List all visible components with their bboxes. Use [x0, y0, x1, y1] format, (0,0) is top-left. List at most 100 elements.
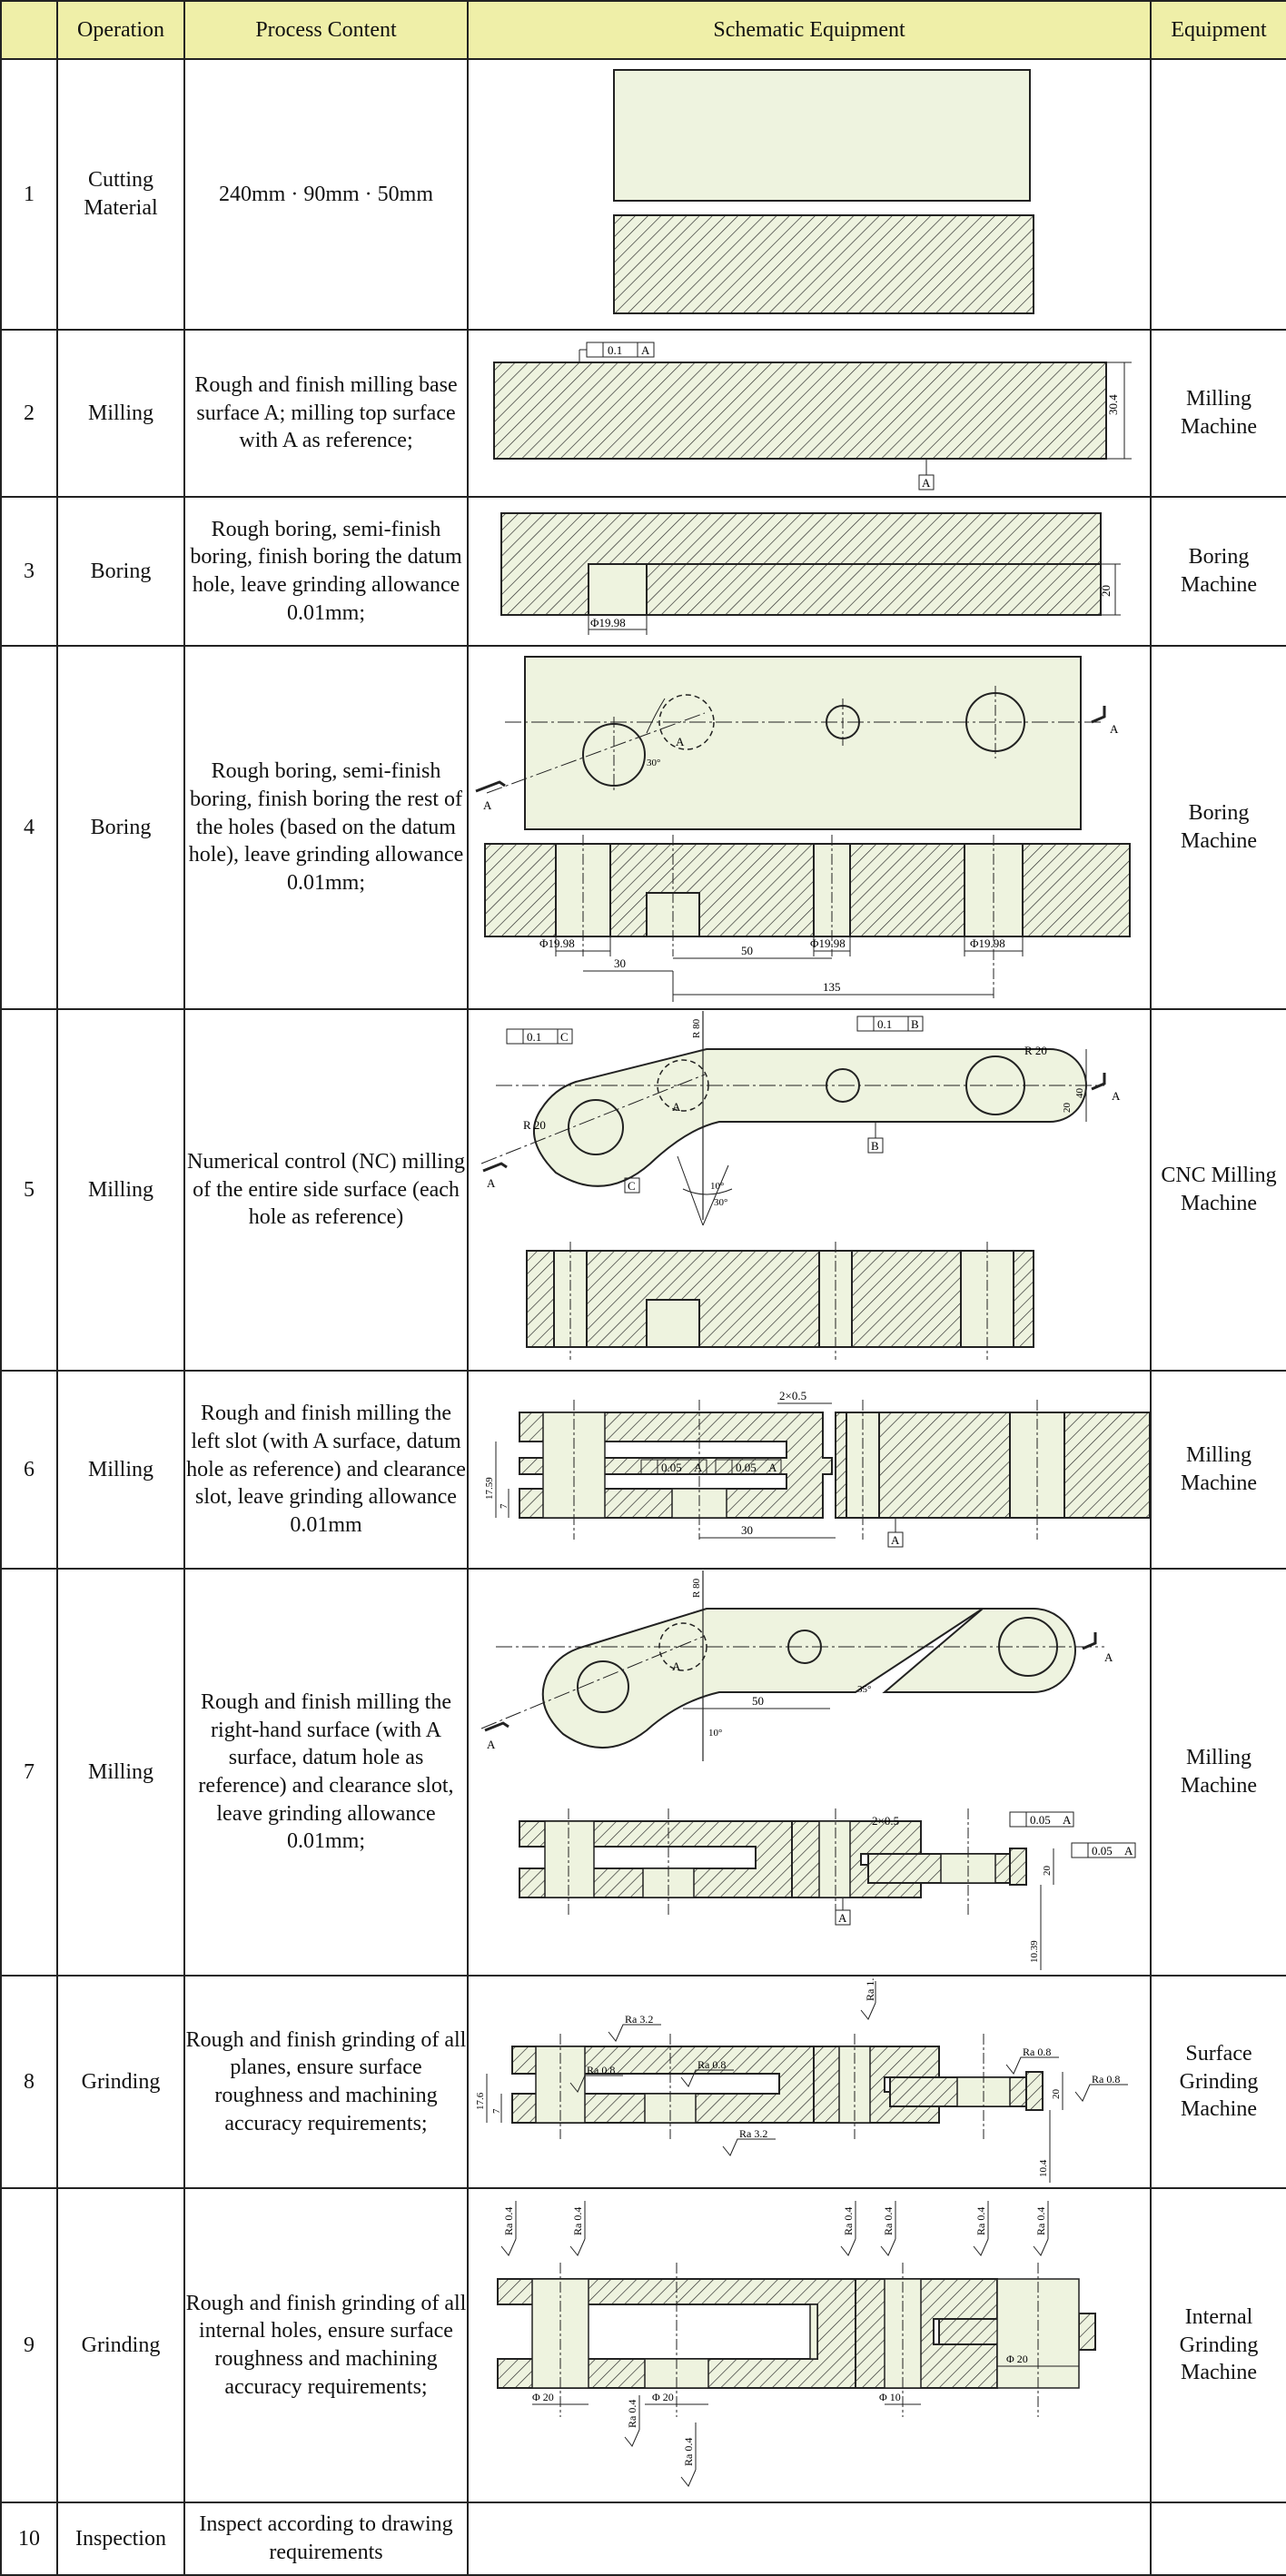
bore-dim-label: Φ19.98	[590, 616, 626, 629]
tol-side-value: 0.05	[1092, 1844, 1113, 1858]
hole-a-label: A	[676, 735, 685, 748]
header-schematic: Schematic Equipment	[467, 0, 1152, 60]
height-dim-label: 30.4	[1106, 394, 1120, 415]
tol-left-value: 0.05	[661, 1461, 682, 1474]
tol-b-value: 0.1	[877, 1017, 892, 1031]
section-a-left: A	[487, 1176, 496, 1190]
height-40-label: 40	[1074, 1088, 1085, 1099]
ra04-8: Ra 0.4	[682, 2438, 695, 2466]
ra04-2: Ra 0.4	[571, 2207, 584, 2235]
height-1039-label: 10.39	[1029, 1940, 1040, 1963]
row-number: 2	[0, 329, 58, 498]
radius-80-label: R 80	[691, 1018, 702, 1038]
tol-side-datum: A	[1124, 1844, 1133, 1858]
chamfer-label: 2×0.5	[872, 1814, 899, 1828]
schematic-cell: Ra 3.2 Ra 0.8 Ra 0.8 Ra 3.2 Ra 1.6 Ra 0.…	[467, 1975, 1152, 2189]
row-number: 4	[0, 645, 58, 1010]
row-number: 6	[0, 1370, 58, 1570]
radius-20-left: R 20	[523, 1118, 546, 1132]
bore-dim-3: Φ19.98	[970, 936, 1005, 950]
operation-cell: Boring	[56, 645, 185, 1010]
height-7-label: 7	[491, 2108, 502, 2114]
ra04-5: Ra 0.4	[974, 2207, 987, 2235]
schematic-cell: R 80 R 20 R 20 A 10° 30° 0.1 C 0	[467, 1008, 1152, 1372]
header-number	[0, 0, 58, 60]
chamfer-label: 2×0.5	[779, 1389, 806, 1402]
bore-dim-3: Φ 10	[879, 2391, 901, 2403]
table-row: 9 Grinding Rough and finish grinding of …	[0, 2187, 1286, 2503]
ra08-far-right: Ra 0.8	[1092, 2073, 1120, 2086]
tol-top-value: 0.05	[1030, 1813, 1051, 1827]
process-cell: 240mm · 90mm · 50mm	[183, 58, 469, 331]
slot-height-label: 17.59	[484, 1477, 495, 1500]
process-cell: Rough and finish grinding of all planes,…	[183, 1975, 469, 2189]
angle-10-label: 10°	[708, 1728, 722, 1739]
schematic-right-milling: R 80 A 10° 35° 50 A A	[480, 1570, 1136, 1970]
spacing-dim-135: 135	[823, 980, 841, 994]
bore-dim-2: Φ19.98	[810, 936, 846, 950]
ra08-left: Ra 0.8	[587, 2064, 615, 2076]
equipment-cell: Boring Machine	[1150, 496, 1286, 647]
datum-a-label: A	[922, 476, 931, 490]
ra32-top: Ra 3.2	[625, 2013, 653, 2026]
tol-top-datum: A	[1063, 1813, 1072, 1827]
tol-c-datum: C	[560, 1030, 569, 1044]
schematic-stock	[613, 69, 1034, 314]
bore-dim-1: Φ 20	[532, 2391, 554, 2403]
schematic-base-milling: 30.4 0.1 A A	[493, 342, 1132, 490]
equipment-cell: Milling Machine	[1150, 329, 1286, 498]
equipment-cell	[1150, 58, 1286, 331]
process-cell: Rough and finish milling base surface A;…	[183, 329, 469, 498]
equipment-cell: Milling Machine	[1150, 1568, 1286, 1977]
section-a-right: A	[1110, 722, 1119, 736]
section-a-left: A	[483, 798, 492, 812]
schematic-datum-boring: 20 Φ19.98	[500, 512, 1121, 635]
equipment-cell: Surface Grinding Machine	[1150, 1975, 1286, 2189]
angle-35-label: 35°	[857, 1684, 871, 1695]
row-number: 9	[0, 2187, 58, 2503]
angle-label: 30°	[647, 758, 660, 768]
process-cell: Rough and finish grinding of all interna…	[183, 2187, 469, 2503]
radius-80-label: R 80	[691, 1578, 702, 1598]
operation-cell: Milling	[56, 1008, 185, 1372]
header-operation: Operation	[56, 0, 185, 60]
slot-depth-label: 7	[499, 1503, 509, 1509]
operation-cell: Grinding	[56, 1975, 185, 2189]
schematic-plane-grinding: Ra 3.2 Ra 0.8 Ra 0.8 Ra 3.2 Ra 1.6 Ra 0.…	[475, 1977, 1128, 2183]
table-row: 5 Milling Numerical control (NC) milling…	[0, 1008, 1286, 1372]
equipment-cell	[1150, 2502, 1286, 2576]
header-row: Operation Process Content Schematic Equi…	[0, 0, 1286, 60]
ra04-1: Ra 0.4	[502, 2207, 515, 2235]
schematic-hole-boring: A A A 30°	[475, 656, 1131, 1002]
schematic-cell: R 80 A 10° 35° 50 A A	[467, 1568, 1152, 1977]
hole-a-label: A	[672, 1100, 681, 1114]
ra04-6: Ra 0.4	[1034, 2207, 1047, 2235]
schematic-nc-milling: R 80 R 20 R 20 A 10° 30° 0.1 C 0	[480, 1011, 1121, 1360]
schematic-hole-grinding: Ra 0.4 Ra 0.4 Ra 0.4 Ra 0.4 Ra 0.4 Ra 0.	[497, 2201, 1096, 2487]
hole-a-label: A	[672, 1660, 681, 1673]
ra04-7: Ra 0.4	[626, 2400, 638, 2428]
table-row: 6 Milling Rough and finish milling the l…	[0, 1370, 1286, 1570]
height-176-label: 17.6	[475, 2092, 486, 2110]
bore-dim-2: Φ 20	[652, 2391, 674, 2403]
row-number: 7	[0, 1568, 58, 1977]
tol-right-datum: A	[768, 1461, 777, 1474]
table-row: 2 Milling Rough and finish milling base …	[0, 329, 1286, 498]
depth-dim-label: 20	[1099, 585, 1113, 597]
schematic-cell: A A A 30°	[467, 645, 1152, 1010]
angle-30-label: 30°	[714, 1197, 727, 1208]
schematic-cell	[467, 2502, 1152, 2576]
schematic-cell: 2×0.5 0.05 A 0.05 A 17.59 7 30	[467, 1370, 1152, 1570]
section-a-left: A	[487, 1738, 496, 1751]
offset-dim-50: 50	[752, 1694, 764, 1708]
spacing-dim-30: 30	[614, 956, 626, 970]
row-number: 5	[0, 1008, 58, 1372]
schematic-cell: Ra 0.4 Ra 0.4 Ra 0.4 Ra 0.4 Ra 0.4 Ra 0.	[467, 2187, 1152, 2503]
parallelism-tolerance: 0.1	[608, 343, 622, 357]
process-cell: Rough boring, semi-finish boring, finish…	[183, 496, 469, 647]
table-row: 3 Boring Rough boring, semi-finish borin…	[0, 496, 1286, 647]
process-cell: Rough boring, semi-finish boring, finish…	[183, 645, 469, 1010]
operation-cell: Inspection	[56, 2502, 185, 2576]
height-20-label: 20	[1062, 1103, 1073, 1114]
